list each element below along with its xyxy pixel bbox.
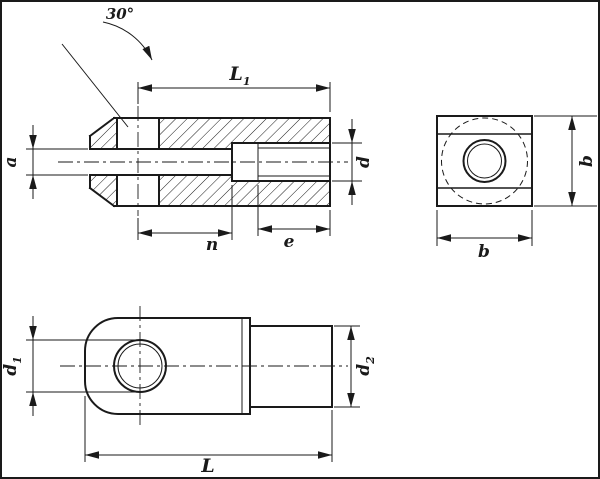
- dim-n: n: [137, 185, 233, 255]
- dim-d1: d1: [1, 316, 137, 416]
- dim-d: d: [332, 119, 374, 205]
- dim-label-d1-sub: 1: [11, 356, 24, 364]
- angle-reference-line: [61, 43, 129, 128]
- dim-e: e: [257, 185, 331, 252]
- dim-label-d: d: [354, 156, 374, 168]
- thread-lines: [257, 143, 330, 181]
- plan-view-centerlines: [60, 306, 348, 426]
- end-view: b b: [436, 115, 597, 262]
- slot-edge-lines: [437, 133, 532, 189]
- dim-b-bottom: b: [436, 210, 533, 262]
- side-view-centerlines: [58, 106, 348, 216]
- dim-label-chamfer-angle: 30°: [106, 5, 134, 23]
- dim-label-e: e: [284, 232, 295, 252]
- outer-diameter-dashed-circle: [441, 117, 528, 205]
- dim-label-n: n: [206, 235, 218, 255]
- dim-label-L1: L1: [228, 63, 250, 88]
- dim-label-d1: d1: [1, 356, 24, 376]
- dim-label-d2-sub: 2: [364, 356, 377, 365]
- dim-b-right-extensions: [534, 115, 597, 207]
- dim-d-extensions: [332, 142, 362, 182]
- thread-circle: [467, 143, 502, 179]
- dim-label-L: L: [200, 455, 214, 477]
- dim-d2: d2: [334, 325, 377, 408]
- dim-label-d2: d2: [354, 356, 377, 376]
- dim-label-L1-sub: 1: [243, 75, 251, 88]
- side-view: 30° L1 a d n: [1, 5, 374, 255]
- angle-annotation: 30°: [61, 5, 153, 128]
- dim-b-bottom-extensions: [436, 210, 533, 246]
- dim-label-L1-base: L: [228, 63, 242, 85]
- plan-view: d1 d2 L: [1, 306, 377, 477]
- section-hatching: [90, 118, 330, 206]
- dim-a: a: [1, 125, 88, 199]
- dim-label-a: a: [1, 156, 21, 167]
- dim-d1-extensions: [26, 339, 137, 393]
- dim-label-b-bottom: b: [478, 242, 490, 262]
- end-view-body: [436, 115, 533, 207]
- angle-arc-arrow: [102, 21, 153, 61]
- dim-L: L: [84, 396, 333, 477]
- bore-circle: [462, 139, 507, 183]
- dim-label-d1-base: d: [1, 364, 21, 376]
- dim-b-right: b: [534, 115, 597, 207]
- dim-L1-extensions: [137, 82, 331, 112]
- dim-L1: L1: [137, 63, 331, 112]
- dim-L-extensions: [84, 396, 333, 462]
- plan-outline: [84, 317, 333, 415]
- dim-d2-extensions: [334, 325, 360, 408]
- dim-label-d2-base: d: [354, 364, 374, 376]
- dim-label-b-right: b: [577, 155, 597, 167]
